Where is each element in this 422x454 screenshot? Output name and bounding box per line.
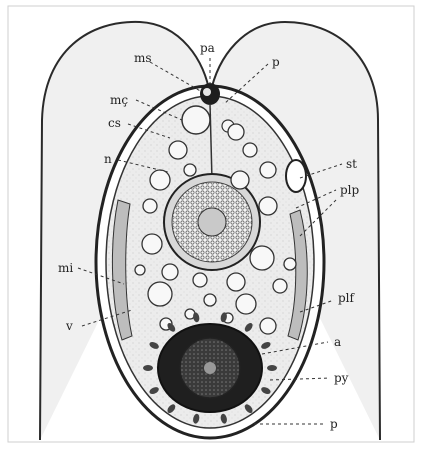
label-v: v: [66, 320, 73, 332]
vacuole: [135, 265, 145, 275]
label-mc: mç: [110, 94, 128, 106]
vacuole: [273, 279, 287, 293]
pyrenoid-center: [204, 362, 216, 374]
nucleolus: [198, 208, 226, 236]
vacuole: [169, 141, 187, 159]
vacuole: [162, 264, 178, 280]
label-n: n: [104, 153, 112, 165]
vacuole: [227, 273, 245, 291]
vacuole: [259, 197, 277, 215]
vacuole: [143, 199, 157, 213]
label-plp: plp: [340, 184, 359, 196]
vacuole: [284, 258, 296, 270]
label-py: py: [334, 372, 348, 384]
vacuole: [260, 162, 276, 178]
vacuole: [184, 164, 196, 176]
vacuole: [236, 294, 256, 314]
vacuole: [228, 124, 244, 140]
label-plf: plf: [338, 292, 354, 304]
vacuole: [150, 170, 170, 190]
vacuole: [250, 246, 274, 270]
starch-grain: [267, 365, 277, 371]
papilla-highlight: [203, 88, 211, 96]
vacuole: [243, 143, 257, 157]
label-pa: pa: [200, 42, 215, 54]
vacuole: [231, 171, 249, 189]
label-ms: ms: [134, 52, 152, 64]
label-mi: mi: [58, 262, 73, 274]
label-cs: cs: [108, 117, 121, 129]
contractile-vacuole-large: [182, 106, 210, 134]
vacuole: [260, 318, 276, 334]
starch-grain: [143, 365, 153, 371]
label-p-top: p: [272, 56, 280, 68]
label-p-bottom: p: [330, 418, 338, 430]
vacuole: [142, 234, 162, 254]
stigma: [286, 160, 306, 192]
label-st: st: [346, 158, 357, 170]
vacuole: [193, 273, 207, 287]
vacuole: [204, 294, 216, 306]
label-a: a: [334, 336, 341, 348]
vacuole: [148, 282, 172, 306]
